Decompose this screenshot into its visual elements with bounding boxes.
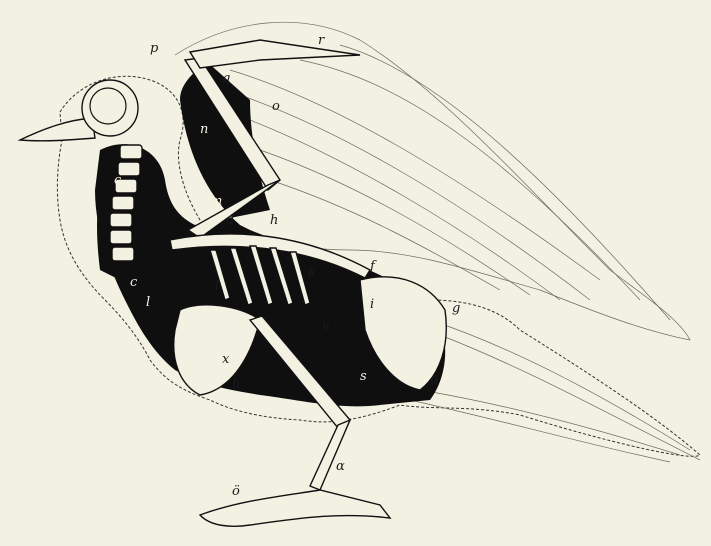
skull xyxy=(82,80,138,136)
label-n: n xyxy=(200,122,208,137)
tibia xyxy=(310,420,350,490)
label-g-upper: g xyxy=(452,301,460,316)
label-alpha: α xyxy=(336,459,345,474)
label-c: c xyxy=(114,173,122,188)
label-c-lower: c xyxy=(130,275,138,290)
label-g-lower: g xyxy=(430,371,438,386)
hand-bones xyxy=(190,40,360,68)
beak xyxy=(20,118,95,141)
label-i: i xyxy=(370,297,374,312)
label-l-front: l xyxy=(146,295,150,310)
label-o-umlaut: ö xyxy=(232,484,240,499)
label-h-upper: h xyxy=(270,213,278,228)
label-x: x xyxy=(222,352,230,367)
label-v: v xyxy=(322,319,330,334)
label-m: m xyxy=(210,194,222,209)
label-d: d xyxy=(226,213,234,228)
label-o: o xyxy=(272,99,280,114)
label-p: p xyxy=(150,41,159,56)
label-l-mid: l xyxy=(215,279,219,294)
orbit xyxy=(90,88,126,124)
label-f: f xyxy=(369,259,377,274)
label-h-lower: h xyxy=(232,377,240,392)
label-s: s xyxy=(360,369,367,384)
foot xyxy=(200,490,390,526)
label-q: q xyxy=(222,71,230,86)
label-r: r xyxy=(318,33,325,48)
label-k: k xyxy=(308,265,316,280)
